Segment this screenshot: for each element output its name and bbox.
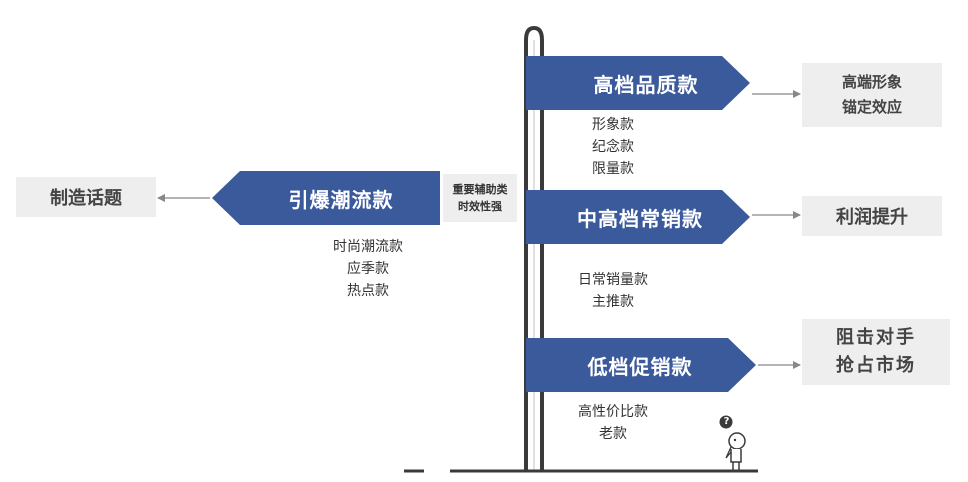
sign-low-label: 低档促销款 [587,354,693,379]
list-item: 时尚潮流款 [333,239,403,255]
list-item: 主推款 [592,294,634,310]
sign-high-items: 形象款 纪念款 限量款 [568,114,658,180]
list-item: 热点款 [347,283,389,299]
sign-mid-label: 中高档常销款 [577,206,703,231]
sign-mid-items: 日常销量款 主推款 [558,269,668,313]
note-line-1: 重要辅助类 [452,183,508,196]
sign-trend-shape [212,171,440,225]
result-mid: 利润提升 [802,196,942,236]
sign-low-shape [526,338,756,392]
list-item: 应季款 [347,261,389,277]
list-item: 高性价比款 [578,404,648,420]
sign-trend-items: 时尚潮流款 应季款 热点款 [318,236,418,302]
result-low-line-2: 抢占市场 [836,355,916,376]
list-item: 日常销量款 [578,272,648,288]
sign-trend-label: 引爆潮流款 [288,187,394,212]
pole [524,25,544,471]
note-line-2: 时效性强 [458,200,502,213]
sign-high-label: 高档品质款 [593,72,699,97]
result-low: 阻击对手 抢占市场 [802,319,950,385]
result-high: 高端形象 锚定效应 [802,63,942,127]
list-item: 形象款 [592,117,634,133]
result-high-line-1: 高端形象 [841,73,902,91]
auxiliary-note: 重要辅助类 时效性强 [443,174,517,222]
sign-mid-shape [526,190,750,244]
result-trend-line-1: 制造话题 [50,188,122,209]
thinking-person-icon [719,415,746,471]
list-item: 老款 [599,426,627,442]
result-high-line-2: 锚定效应 [841,98,902,116]
result-low-line-1: 阻击对手 [836,327,916,348]
result-mid-line-1: 利润提升 [836,207,908,228]
result-trend: 制造话题 [16,177,156,217]
sign-high-shape [526,56,750,110]
question-mark-icon: ? [723,416,730,427]
sign-low-items: 高性价比款 老款 [558,401,668,445]
list-item: 纪念款 [592,139,634,155]
list-item: 限量款 [592,161,634,177]
